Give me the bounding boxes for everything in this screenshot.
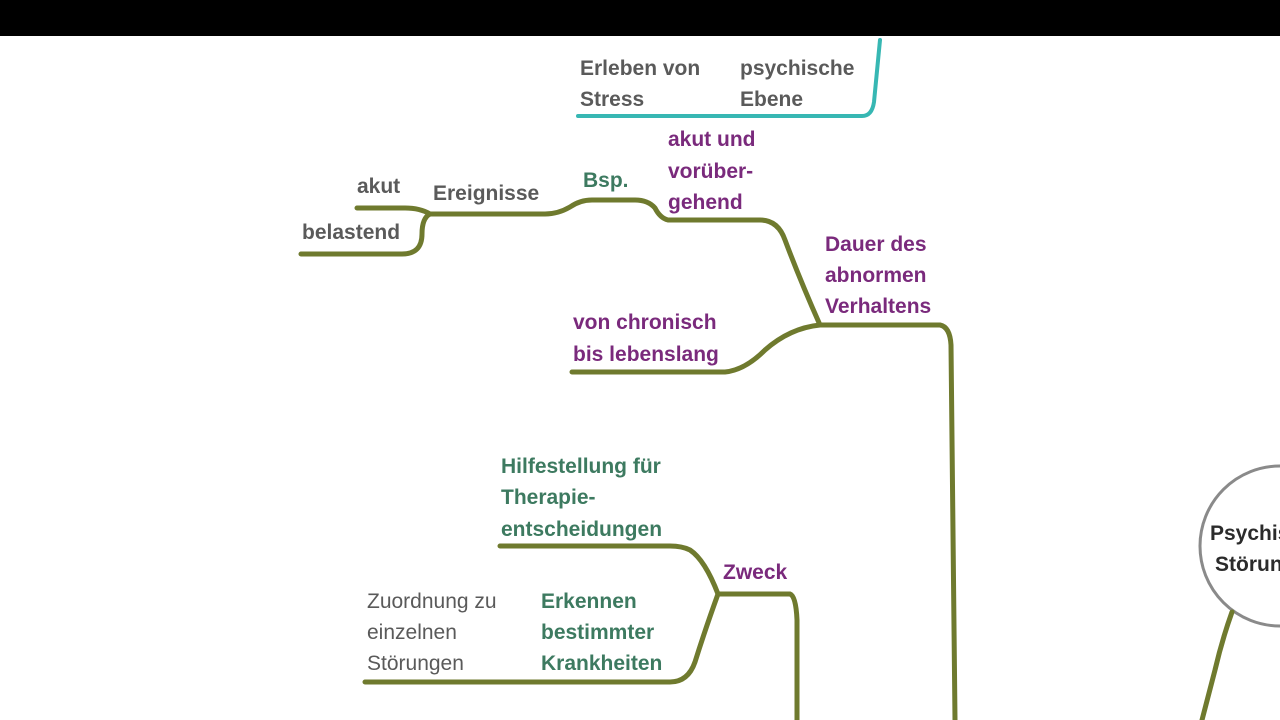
branch-zweck-trunk — [715, 591, 800, 720]
node-von-chronisch: von chronisch — [573, 311, 717, 334]
node-zuordnung-zu: Zuordnung zu — [367, 590, 497, 613]
node-einzelnen: einzelnen — [367, 621, 457, 644]
branch-central-connector — [1199, 609, 1235, 720]
node-abnormen: abnormen — [825, 264, 927, 287]
node-bsp: Bsp. — [583, 169, 629, 192]
node-belastend: belastend — [302, 221, 401, 244]
central-node-label-line2[interactable]: Störun — [1215, 553, 1280, 576]
node-gehend: gehend — [668, 191, 743, 214]
node-zweck: Zweck — [723, 561, 788, 584]
node-ereignisse: Ereignisse — [433, 182, 540, 205]
branch-akut — [354, 205, 433, 217]
node-erleben-von: Erleben von — [580, 57, 701, 80]
node-bis-lebenslang: bis lebenslang — [573, 343, 719, 366]
branch-hilfestellung — [497, 543, 721, 597]
node-dauer-des: Dauer des — [825, 233, 927, 256]
central-node-label-line1[interactable]: Psychis — [1210, 522, 1280, 545]
node-psychische: psychische — [740, 57, 855, 80]
node-ebene: Ebene — [740, 88, 804, 111]
branch-chronisch — [569, 322, 823, 375]
node-bestimmter: bestimmter — [541, 621, 655, 644]
central-node-circle[interactable] — [1198, 464, 1280, 628]
node-akut: akut — [357, 175, 401, 198]
branch-belastend — [298, 211, 433, 257]
node-storungen: Störungen — [367, 652, 464, 675]
branch-erkennen — [362, 591, 721, 685]
node-therapie: Therapie- — [501, 486, 596, 509]
branch-stress — [576, 38, 882, 118]
node-erkennen: Erkennen — [541, 590, 637, 613]
branch-trunk — [817, 322, 958, 720]
video-top-bar — [0, 0, 1280, 36]
node-stress: Stress — [580, 88, 645, 111]
node-krankheiten: Krankheiten — [541, 652, 663, 675]
node-hilfestellung-fur: Hilfestellung für — [501, 455, 661, 478]
branch-dauer-akut — [427, 197, 823, 328]
node-voruber: vorüber- — [668, 160, 754, 183]
node-akut-und: akut und — [668, 128, 756, 151]
node-entscheidungen: entscheidungen — [501, 518, 663, 541]
node-verhaltens: Verhaltens — [825, 295, 932, 318]
